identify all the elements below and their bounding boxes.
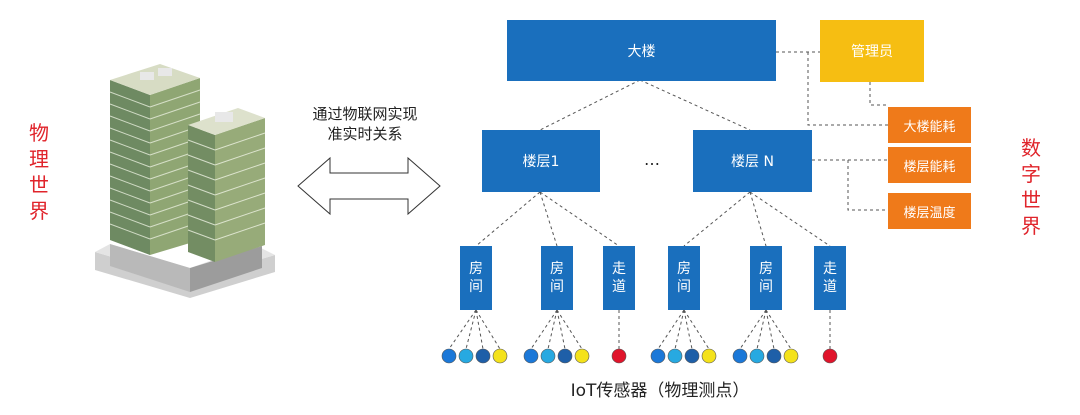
arrow-caption: 通过物联网实现 准实时关系 <box>290 104 440 144</box>
physical-world-char: 物 <box>29 121 49 145</box>
floor-node-n: 楼层 N <box>693 130 812 192</box>
sensors-caption: IoT传感器（物理测点） <box>570 381 750 401</box>
physical-world-label: 物 理 世 界 <box>26 120 52 224</box>
room-node: 房 间 <box>460 246 492 310</box>
room-node: 房 间 <box>541 246 573 310</box>
corridor-char: 走 <box>823 261 837 277</box>
sensor-dot <box>441 348 457 364</box>
metric-label: 大楼能耗 <box>903 119 956 135</box>
sensor-dot <box>822 348 838 364</box>
sensor-dot <box>557 348 573 364</box>
corridor-char: 走 <box>612 261 626 277</box>
sensor-dot <box>492 348 508 364</box>
room-char: 间 <box>550 279 564 295</box>
room-node: 房 间 <box>750 246 782 310</box>
digital-world-label: 数 字 世 界 <box>1018 135 1044 239</box>
physical-world-char: 世 <box>29 173 49 197</box>
physical-world-char: 理 <box>29 147 49 171</box>
building-node: 大楼 <box>507 20 776 81</box>
arrow-caption-line: 准实时关系 <box>327 125 403 143</box>
metric-floor-temperature: 楼层温度 <box>888 193 971 229</box>
digital-world-char: 字 <box>1021 162 1041 186</box>
sensor-dot <box>701 348 717 364</box>
sensor-dot <box>650 348 666 364</box>
room-char: 房 <box>759 261 773 277</box>
sensor-dot <box>783 348 799 364</box>
corridor-char: 道 <box>612 279 626 295</box>
floor-node-1: 楼层1 <box>482 130 600 192</box>
sensor-dot <box>611 348 627 364</box>
sensor-dot <box>749 348 765 364</box>
corridor-node: 走 道 <box>814 246 846 310</box>
sensor-dot <box>684 348 700 364</box>
room-char: 房 <box>677 261 691 277</box>
metric-label: 楼层温度 <box>903 205 956 221</box>
room-char: 房 <box>469 261 483 277</box>
physical-world-char: 界 <box>29 199 49 223</box>
room-char: 间 <box>469 279 483 295</box>
corridor-char: 道 <box>823 279 837 295</box>
metric-building-energy: 大楼能耗 <box>888 107 971 143</box>
sensor-dot <box>458 348 474 364</box>
floor-node-n-label: 楼层 N <box>731 154 774 170</box>
sensor-dot <box>667 348 683 364</box>
corridor-node: 走 道 <box>603 246 635 310</box>
room-char: 房 <box>550 261 564 277</box>
manager-node-label: 管理员 <box>851 44 893 60</box>
floor-node-1-label: 楼层1 <box>522 154 560 170</box>
sensor-dot <box>523 348 539 364</box>
digital-world-char: 界 <box>1021 214 1041 238</box>
room-node: 房 间 <box>668 246 700 310</box>
digital-world-char: 数 <box>1021 136 1041 160</box>
room-char: 间 <box>759 279 773 295</box>
floor-ellipsis: … <box>644 150 660 169</box>
manager-node: 管理员 <box>820 20 924 82</box>
sensor-dot <box>540 348 556 364</box>
building-node-label: 大楼 <box>627 43 656 60</box>
room-char: 间 <box>677 279 691 295</box>
sensor-dot <box>574 348 590 364</box>
arrow-caption-line: 通过物联网实现 <box>312 105 418 123</box>
sensor-dot <box>732 348 748 364</box>
digital-world-char: 世 <box>1021 188 1041 212</box>
sensor-dot <box>766 348 782 364</box>
sensor-dot <box>475 348 491 364</box>
metric-floor-energy: 楼层能耗 <box>888 147 971 183</box>
metric-label: 楼层能耗 <box>903 159 956 175</box>
